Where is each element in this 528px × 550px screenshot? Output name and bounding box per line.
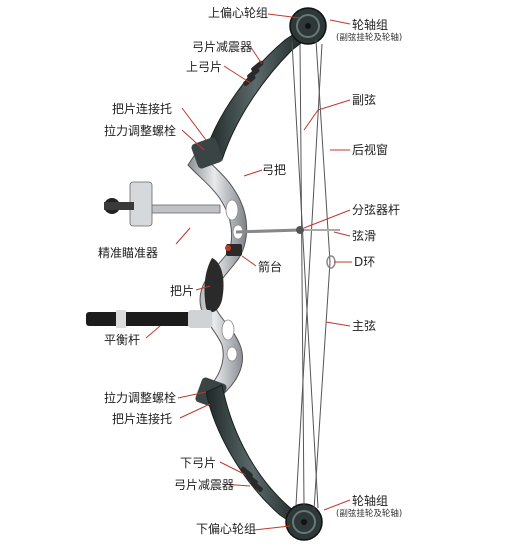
label-rear-sight: 后视窗: [352, 143, 389, 157]
label-lower-axle-note: (副弦挂轮及轮轴): [336, 509, 403, 519]
label-d-loop: D环: [354, 255, 376, 269]
label-upper-axle: 轮轴组: [352, 18, 389, 32]
label-upper-limb-pocket: 把片连接托: [112, 102, 173, 116]
label-riser: 弓把: [262, 163, 287, 177]
d-loop-shape: [326, 255, 336, 269]
label-lower-limb-pocket: 把片连接托: [112, 412, 173, 426]
label-lower-limb: 下弓片: [180, 456, 217, 470]
sight-shape: [104, 181, 221, 227]
label-grip: 把片: [170, 284, 195, 298]
grip-shape: [204, 258, 224, 313]
label-cable-guard: 分弦器杆: [352, 203, 401, 217]
label-sight: 精准瞄准器: [98, 246, 159, 260]
label-upper-limb-damper: 弓片减震器: [192, 40, 253, 54]
upper-cam-shape: [289, 7, 327, 45]
label-secondary-string: 副弦: [352, 93, 377, 107]
label-main-string: 主弦: [352, 319, 377, 333]
upper-limb-damper-shape: [243, 60, 264, 86]
label-lower-cam: 下偏心轮组: [196, 522, 257, 536]
stabilizer-shape: [86, 310, 212, 328]
label-upper-axle-note: (副弦挂轮及轮轴): [336, 33, 403, 43]
label-stabilizer: 平衡杆: [104, 333, 141, 347]
cable-guard-shape: [235, 226, 340, 234]
arrow-rest-shape: [225, 244, 242, 256]
leader-lines: [145, 13, 352, 531]
label-arrow-rest: 箭台: [258, 260, 283, 274]
label-lower-axle: 轮轴组: [352, 494, 389, 508]
label-upper-cam: 上偏心轮组: [208, 6, 269, 20]
label-lower-limb-damper: 弓片减震器: [174, 478, 235, 492]
lower-limb-damper-shape: [240, 466, 263, 492]
lower-cam-shape: [285, 503, 323, 541]
lower-limb-shape: [205, 384, 301, 526]
bow-strings: [291, 39, 331, 511]
label-lower-draw-bolt: 拉力调整螺栓: [104, 391, 177, 405]
label-cable-slide: 弦滑: [352, 229, 377, 243]
label-upper-limb: 上弓片: [186, 60, 223, 74]
label-upper-draw-bolt: 拉力调整螺栓: [104, 124, 177, 138]
